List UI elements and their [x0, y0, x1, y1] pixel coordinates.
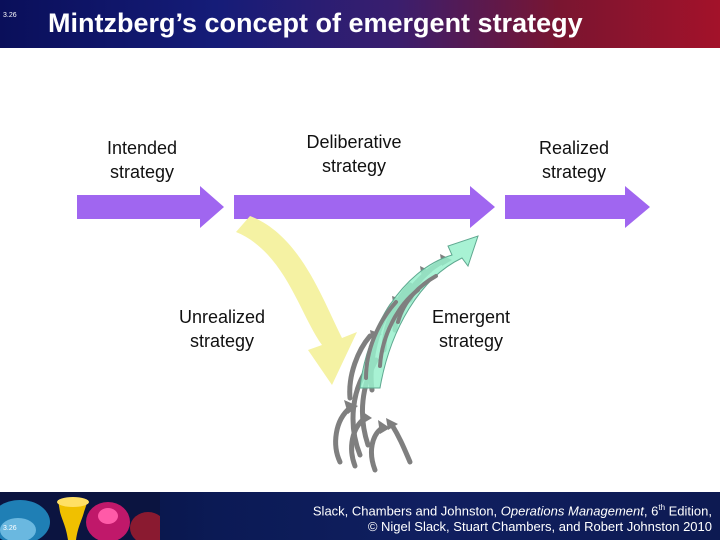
paint-cans-image: [0, 492, 160, 540]
emergent-small-arrows: [333, 257, 448, 473]
emergent-overlay-arrows: [364, 274, 438, 380]
strategy-diagram: [77, 186, 650, 473]
unrealized-strategy-arrow: [236, 216, 357, 385]
deliberative-strategy-arrow: [234, 186, 495, 228]
slide-number: 3.26: [3, 12, 17, 19]
footer-bar: 3.26 Slack, Chambers and Johnston, Opera…: [0, 492, 720, 540]
citation: Slack, Chambers and Johnston, Operations…: [313, 500, 712, 535]
slide-title: Mintzberg’s concept of emergent strategy: [48, 8, 583, 38]
footer-slide-number: 3.26: [3, 525, 17, 532]
citation-line-2: © Nigel Slack, Stuart Chambers, and Robe…: [367, 519, 712, 535]
title-bar: 3.26 Mintzberg’s concept of emergent str…: [0, 0, 720, 48]
realized-strategy-arrow: [505, 186, 650, 228]
citation-line-1: Slack, Chambers and Johnston, Operations…: [312, 503, 712, 519]
intended-strategy-arrow: [77, 186, 224, 228]
